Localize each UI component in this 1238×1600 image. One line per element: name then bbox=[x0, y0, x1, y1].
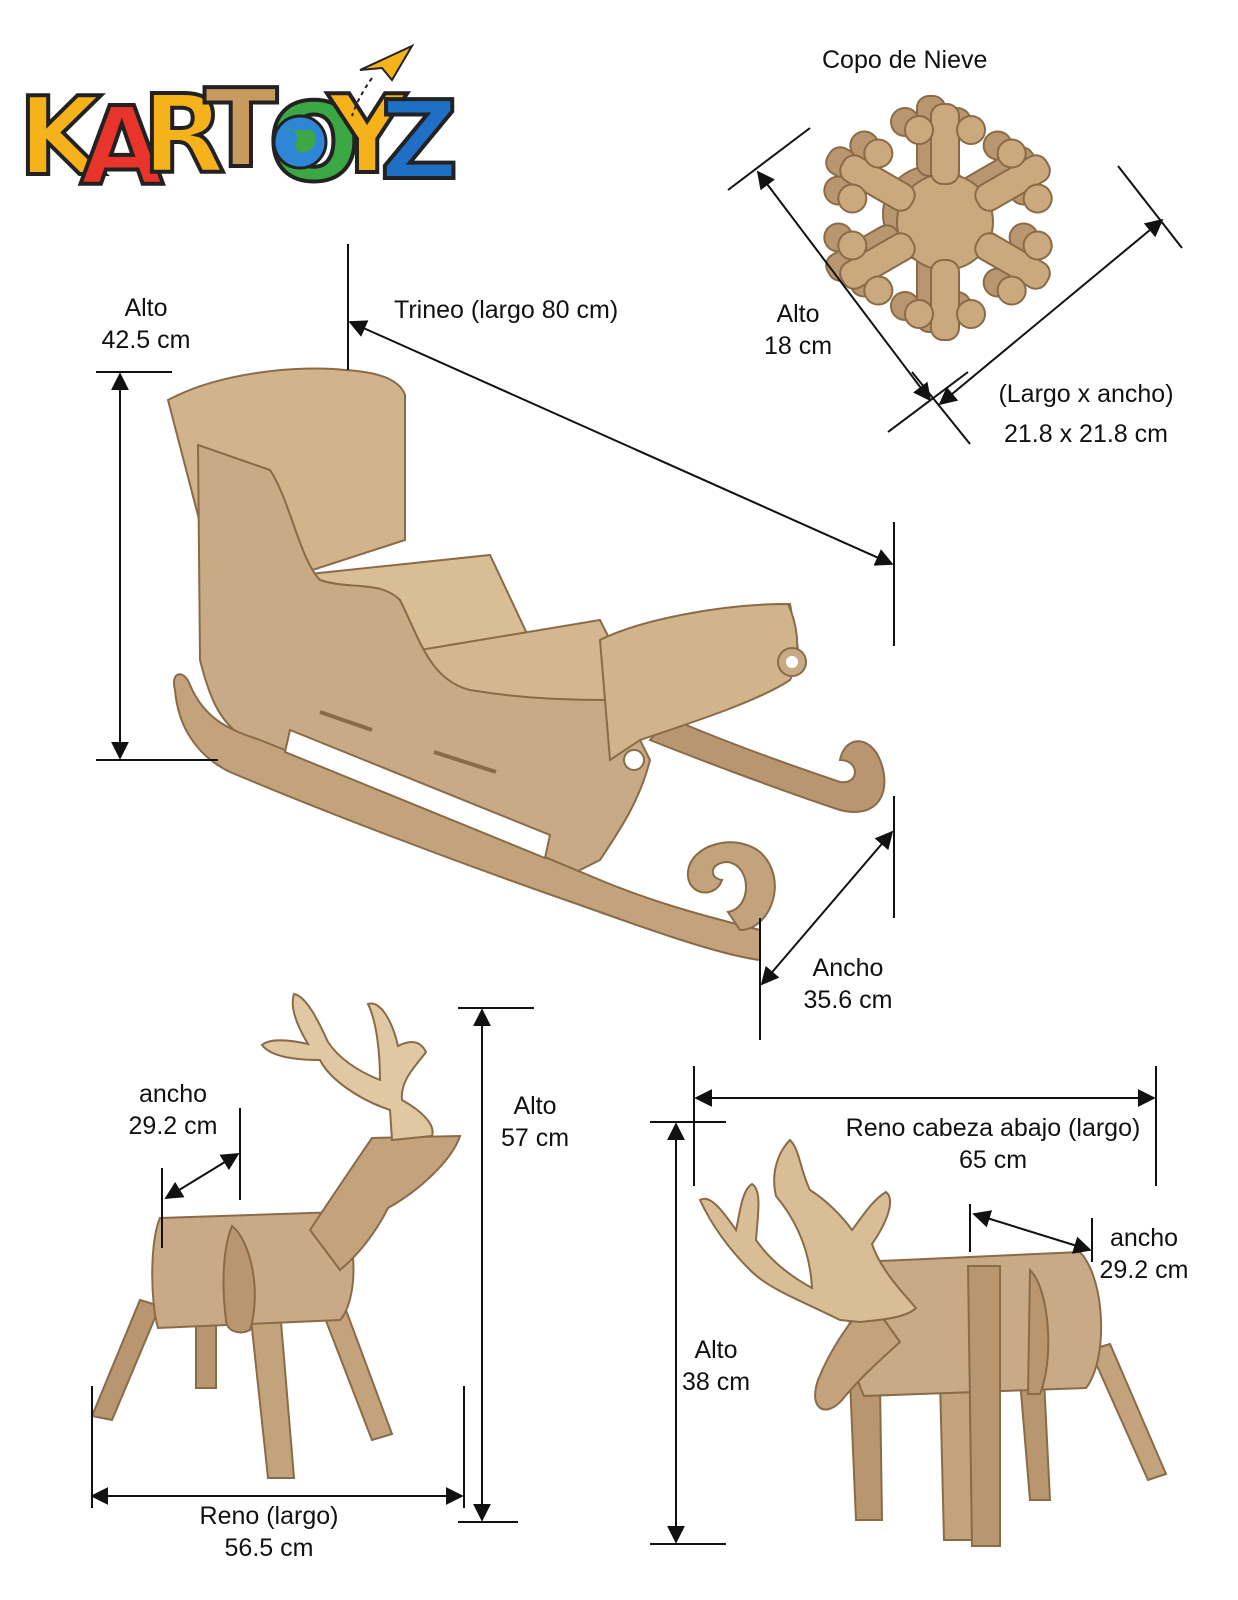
reindeer-standing-height-label: Alto 57 cm bbox=[492, 1090, 578, 1154]
reindeer-head-down-dimension-lines bbox=[650, 1066, 1157, 1545]
reindeer-head-down-width-value: 29.2 cm bbox=[1099, 1256, 1189, 1284]
paper-plane-icon bbox=[351, 43, 415, 117]
reindeer-standing-length-value: 56.5 cm bbox=[224, 1534, 314, 1562]
reindeer-head-down-length-label: Reno cabeza abajo (largo) 65 cm bbox=[830, 1112, 1156, 1176]
snowflake-dimension-lines bbox=[727, 127, 1183, 445]
logo-letter-a: A bbox=[78, 85, 166, 210]
sled-width-value: 35.6 cm bbox=[803, 986, 893, 1014]
reindeer-head-down-length-caption: Reno cabeza abajo (largo) bbox=[845, 1114, 1141, 1142]
reindeer-standing-height-caption: Alto bbox=[513, 1092, 557, 1120]
snowflake-illustration bbox=[807, 95, 1069, 341]
reindeer-head-down-height-label: Alto 38 cm bbox=[672, 1334, 760, 1398]
logo-letter-y: Y bbox=[326, 73, 408, 198]
snowflake-height-value: 18 cm bbox=[763, 332, 833, 360]
reindeer-standing-length-caption: Reno (largo) bbox=[199, 1502, 339, 1530]
reindeer-head-down-illustration bbox=[698, 1138, 1168, 1547]
sled-illustration bbox=[166, 367, 886, 962]
sled-height-caption: Alto bbox=[124, 294, 168, 322]
sled-height-value: 42.5 cm bbox=[101, 326, 191, 354]
reindeer-standing-height-value: 57 cm bbox=[500, 1124, 570, 1152]
reindeer-standing-width-label: ancho 29.2 cm bbox=[118, 1078, 228, 1142]
reindeer-head-down-length-value: 65 cm bbox=[958, 1146, 1028, 1174]
reindeer-standing-length-label: Reno (largo) 56.5 cm bbox=[180, 1500, 358, 1564]
reindeer-head-down-width-label: ancho 29.2 cm bbox=[1090, 1222, 1198, 1286]
sled-length-label: Trineo (largo 80 cm) bbox=[394, 296, 619, 324]
sled-height-label: Alto 42.5 cm bbox=[92, 292, 200, 356]
snowflake-height-caption: Alto bbox=[776, 300, 820, 328]
snowflake-title: Copo de Nieve bbox=[822, 46, 988, 74]
logo-letter-k: K bbox=[16, 75, 104, 200]
sled-width-label: Ancho 35.6 cm bbox=[790, 952, 906, 1016]
sled-width-caption: Ancho bbox=[812, 954, 884, 982]
reindeer-head-down-height-value: 38 cm bbox=[681, 1368, 751, 1396]
logo-letter-z: Z bbox=[378, 79, 460, 204]
snowflake-size-caption: (Largo x ancho) bbox=[998, 380, 1174, 408]
globe-icon bbox=[272, 114, 328, 170]
reindeer-head-down-width-caption: ancho bbox=[1109, 1224, 1179, 1252]
snowflake-size-label: (Largo x ancho) 21.8 x 21.8 cm bbox=[980, 378, 1192, 450]
reindeer-standing-width-value: 29.2 cm bbox=[128, 1112, 218, 1140]
sled-dimension-lines bbox=[96, 244, 895, 1040]
reindeer-standing-illustration bbox=[90, 992, 462, 1479]
reindeer-standing-dimension-lines bbox=[90, 1007, 534, 1523]
reindeer-head-down-height-caption: Alto bbox=[694, 1336, 738, 1364]
reindeer-standing-width-caption: ancho bbox=[138, 1080, 208, 1108]
logo-letter-t: T bbox=[202, 67, 280, 192]
snowflake-size-value: 21.8 x 21.8 cm bbox=[1004, 420, 1168, 448]
snowflake-height-label: Alto 18 cm bbox=[752, 298, 844, 362]
logo-letter-r: R bbox=[140, 73, 227, 198]
